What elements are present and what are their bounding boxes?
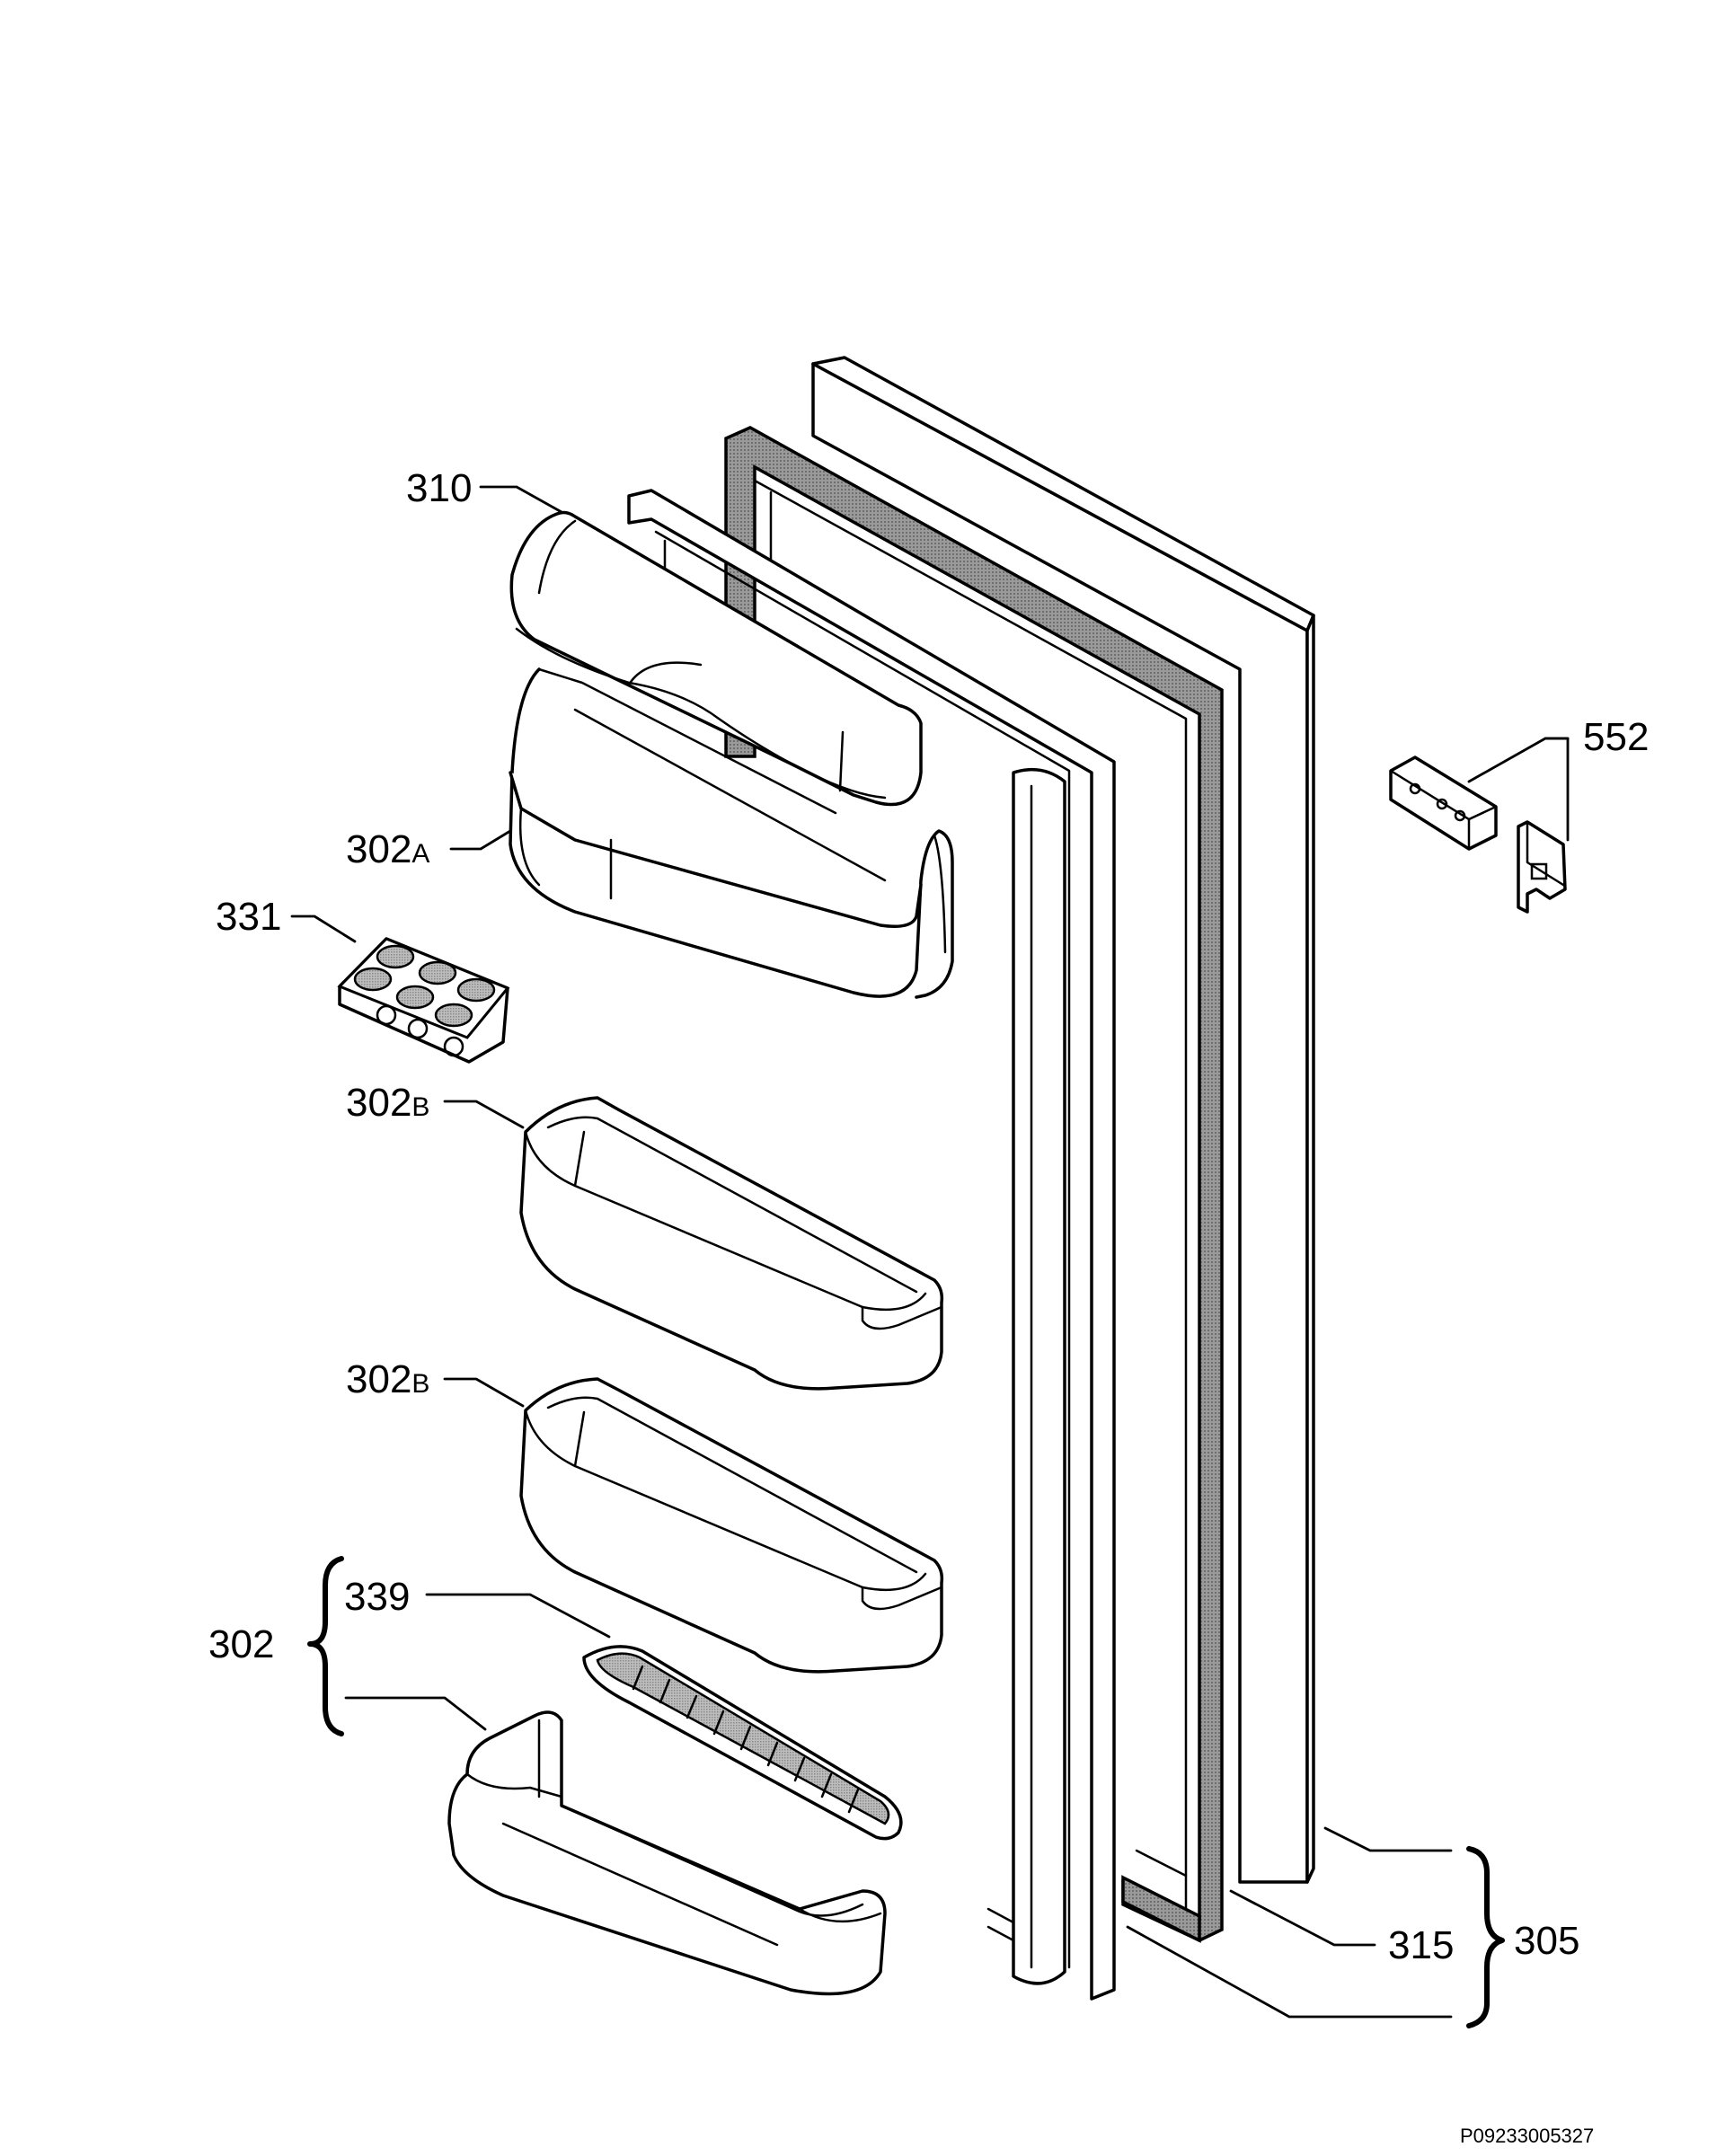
label-302: 302 [208, 1622, 274, 1666]
hinge-parts [1389, 755, 1567, 914]
leader-315 [1229, 1889, 1376, 1947]
reference-code: P09233005327 [1460, 2125, 1594, 2147]
outer-door-panel [811, 356, 1315, 1884]
dairy-compartment-lid [509, 510, 923, 807]
label-302a: 302A [346, 827, 429, 871]
label-339: 339 [344, 1575, 410, 1619]
egg-tray [337, 937, 510, 1064]
brace-302 [307, 1556, 344, 1736]
leader-331 [290, 915, 357, 943]
brace-305 [1466, 1846, 1505, 2028]
label-315: 315 [1388, 1923, 1454, 1967]
door-shelf-302a [509, 667, 954, 999]
leader-339 [425, 1593, 611, 1639]
label-310: 310 [406, 466, 472, 510]
label-302b-upper: 302B [346, 1081, 429, 1125]
door-bin-302b-lower [519, 1377, 944, 1674]
leader-lines [290, 485, 1570, 2019]
door-gasket [724, 426, 1224, 1943]
leader-302b-upper [443, 1100, 525, 1129]
bottle-holder [582, 1645, 903, 1841]
inner-door-liner [627, 489, 1116, 2001]
leader-302-shelf [344, 1696, 487, 1731]
label-302b-lower: 302B [346, 1357, 429, 1401]
door-bin-302b-upper [519, 1096, 944, 1391]
label-305: 305 [1514, 1919, 1579, 1963]
bottle-shelf-302 [447, 1710, 887, 1996]
leader-305-bottom [1126, 1925, 1453, 2019]
leader-305-top [1323, 1826, 1453, 1852]
leader-302b-lower [443, 1377, 525, 1408]
leader-310 [479, 485, 563, 514]
leader-302a [449, 829, 512, 851]
label-331: 331 [216, 895, 281, 939]
label-552: 552 [1583, 715, 1649, 759]
